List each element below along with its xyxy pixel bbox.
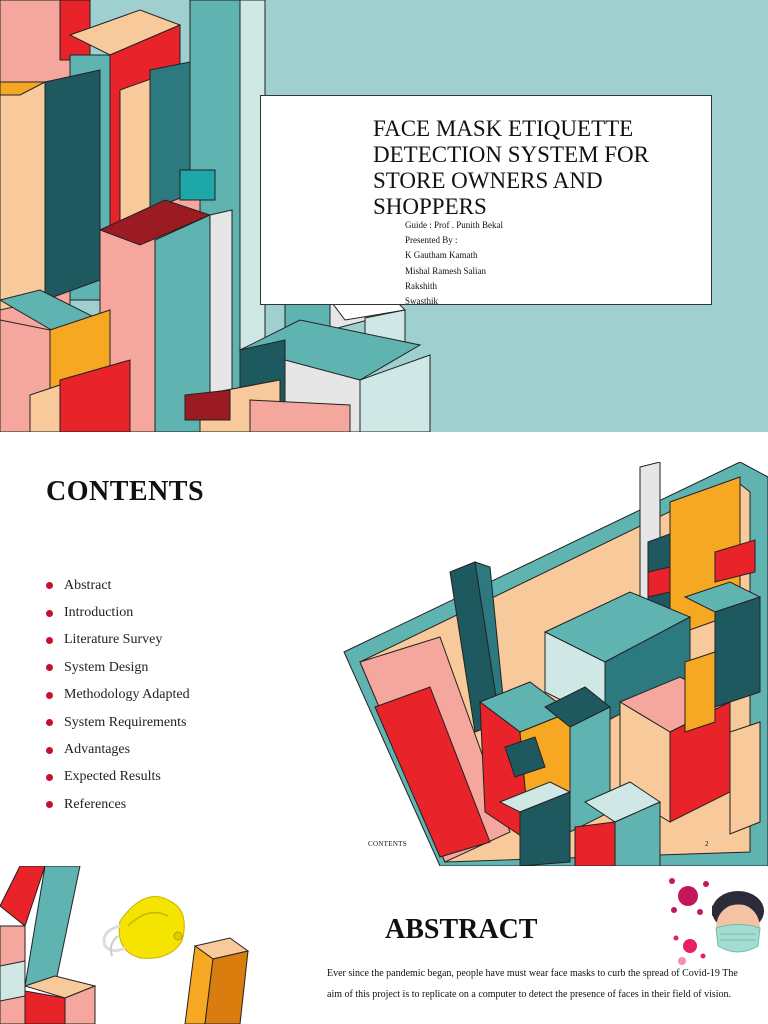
presenter-name: K Gautham Kamath bbox=[405, 250, 478, 261]
abstract-illustrations bbox=[0, 866, 764, 1024]
title-slide: FACE MASK ETIQUETTE DETECTION SYSTEM FOR… bbox=[0, 0, 768, 432]
bullet-icon bbox=[46, 609, 53, 617]
list-item: Advantages bbox=[46, 736, 190, 763]
bullet-icon bbox=[46, 636, 53, 644]
masked-person-icon bbox=[712, 891, 764, 953]
bullet-icon bbox=[46, 773, 53, 781]
slide-footer-label: CONTENTS bbox=[368, 840, 407, 848]
bullet-icon bbox=[46, 719, 53, 727]
list-item: System Design bbox=[46, 654, 190, 681]
list-item: Methodology Adapted bbox=[46, 682, 190, 709]
abstract-slide: ABSTRACT Ever since the pandemic began, … bbox=[0, 866, 768, 1024]
bullet-icon bbox=[46, 746, 53, 754]
list-item: System Requirements bbox=[46, 709, 190, 736]
bullet-icon bbox=[46, 582, 53, 590]
list-item: References bbox=[46, 791, 190, 818]
bullet-icon bbox=[46, 691, 53, 699]
contents-heading: CONTENTS bbox=[46, 476, 205, 507]
list-item: Abstract bbox=[46, 572, 190, 599]
list-item: Introduction bbox=[46, 599, 190, 626]
contents-slide: CONTENTS Abstract Introduction Literatur… bbox=[0, 432, 768, 866]
title-card: FACE MASK ETIQUETTE DETECTION SYSTEM FOR… bbox=[260, 95, 712, 306]
mask-icon bbox=[102, 896, 185, 959]
virus-icon bbox=[669, 878, 709, 965]
isometric-city-illustration bbox=[343, 462, 768, 866]
list-item: Literature Survey bbox=[46, 627, 190, 654]
presenter-name: Rakshith bbox=[405, 280, 438, 291]
presenter-info: Guide : Prof . Punith Bekal Presented By… bbox=[405, 218, 503, 309]
presented-by-label: Presented By : bbox=[405, 235, 458, 246]
abstract-body-text: Ever since the pandemic began, people ha… bbox=[327, 968, 738, 1000]
abstract-heading: ABSTRACT bbox=[385, 914, 538, 945]
presenter-name: Swasthik bbox=[405, 296, 439, 307]
bullet-icon bbox=[46, 801, 53, 809]
list-item: Expected Results bbox=[46, 764, 190, 791]
bullet-icon bbox=[46, 664, 53, 672]
presenter-name: Mishal Ramesh Salian bbox=[405, 265, 486, 276]
contents-list: Abstract Introduction Literature Survey … bbox=[46, 572, 190, 819]
presentation-title: FACE MASK ETIQUETTE DETECTION SYSTEM FOR… bbox=[373, 116, 650, 219]
slide-page-number: 2 bbox=[705, 840, 709, 848]
guide-line: Guide : Prof . Punith Bekal bbox=[405, 220, 503, 230]
